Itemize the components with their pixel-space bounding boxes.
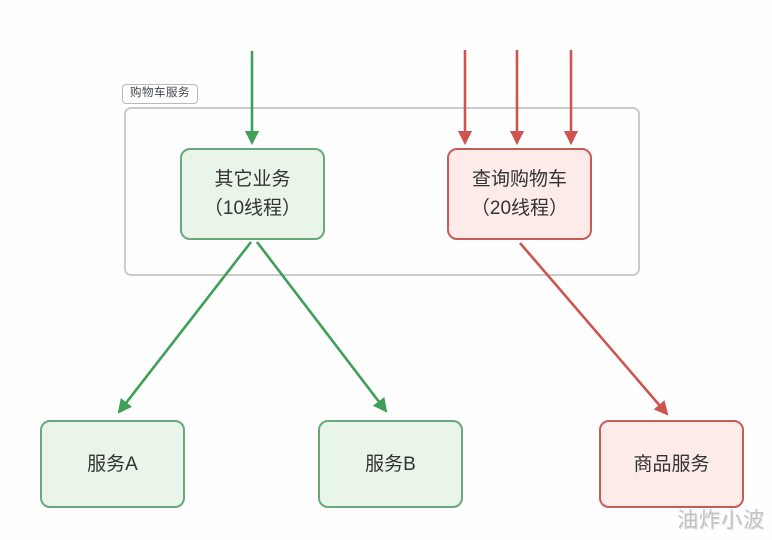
node-service-a-label: 服务A — [87, 453, 138, 475]
node-query-cart-line1: 查询购物车 — [471, 169, 567, 190]
cart-service-group-label: 购物车服务 — [122, 84, 198, 104]
node-other-business-line1: 其它业务 — [214, 169, 291, 190]
node-other-business: 其它业务 （10线程） — [180, 148, 325, 240]
node-service-b-label: 服务B — [365, 453, 416, 475]
watermark-text: 油炸小波 — [677, 509, 765, 532]
node-query-cart-line2: （20线程） — [470, 198, 569, 219]
node-product-service: 商品服务 — [599, 420, 744, 508]
node-query-cart: 查询购物车 （20线程） — [447, 148, 592, 240]
node-product-service-label: 商品服务 — [633, 453, 710, 475]
node-other-business-line2: （10线程） — [203, 198, 302, 219]
node-service-b: 服务B — [318, 420, 463, 508]
node-service-a: 服务A — [40, 420, 185, 508]
